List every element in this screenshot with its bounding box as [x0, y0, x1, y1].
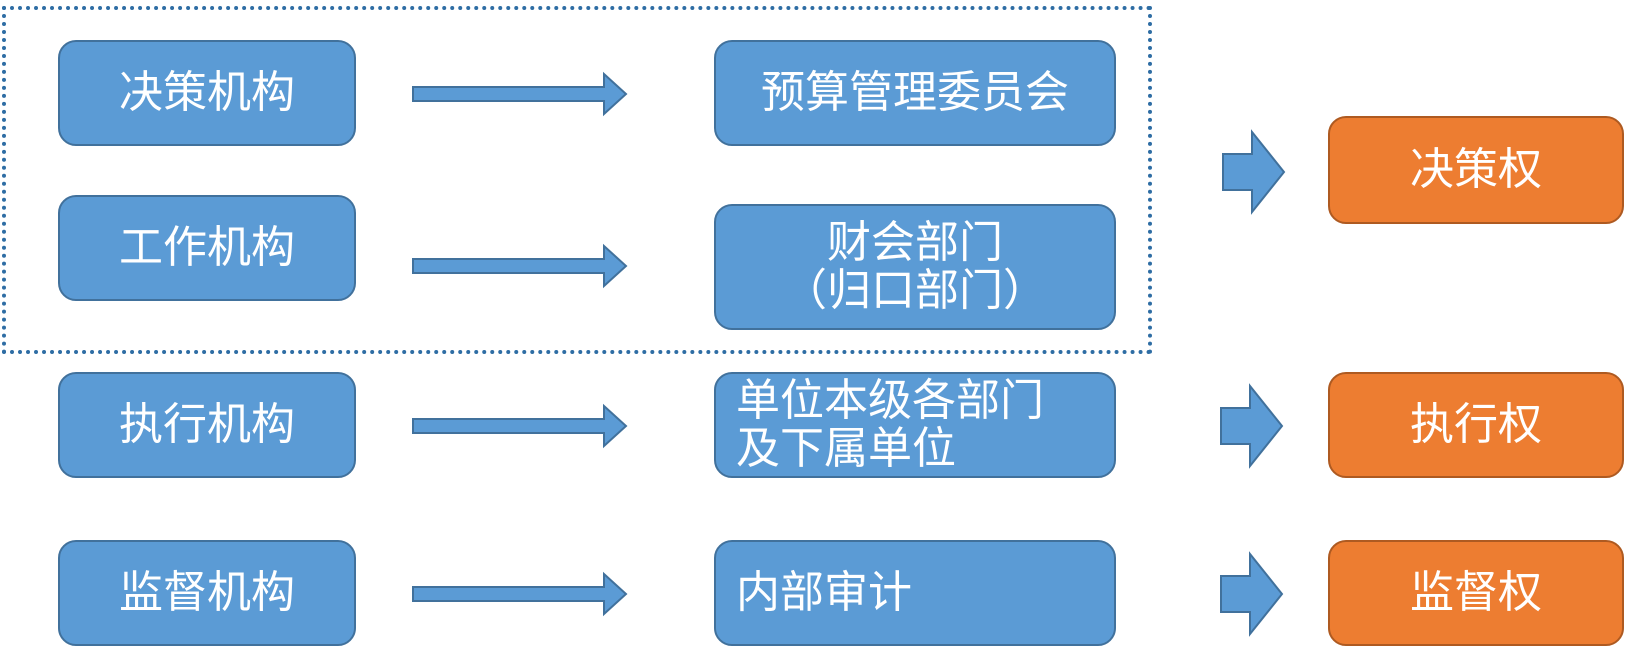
- arrow-execution-to-departments: [412, 403, 628, 449]
- execution-right-label: 执行权: [1410, 399, 1542, 450]
- decision-group-outline: [2, 6, 1152, 354]
- finance-department-box: 财会部门 （归口部门）: [714, 204, 1116, 330]
- finance-department-sublabel: （归口部门）: [783, 265, 1047, 316]
- arrow-decision-to-committee: [412, 71, 628, 117]
- internal-audit-label: 内部审计: [736, 567, 912, 618]
- arrow-to-execution-right: [1220, 383, 1284, 469]
- budget-committee-box: 预算管理委员会: [714, 40, 1116, 146]
- arrow-work-to-finance: [412, 243, 628, 289]
- execution-departments-line2: 及下属单位: [736, 423, 956, 474]
- execution-right-box: 执行权: [1328, 372, 1624, 478]
- arrow-to-decision-right: [1222, 129, 1286, 215]
- supervision-organ-label: 监督机构: [119, 567, 295, 618]
- decision-right-box: 决策权: [1328, 116, 1624, 224]
- internal-audit-box: 内部审计: [714, 540, 1116, 646]
- work-organ-box: 工作机构: [58, 195, 356, 301]
- work-organ-label: 工作机构: [119, 222, 295, 273]
- supervision-right-label: 监督权: [1410, 567, 1542, 618]
- supervision-right-box: 监督权: [1328, 540, 1624, 646]
- finance-department-label: 财会部门: [827, 217, 1003, 268]
- execution-organ-box: 执行机构: [58, 372, 356, 478]
- supervision-organ-box: 监督机构: [58, 540, 356, 646]
- execution-departments-box: 单位本级各部门 及下属单位: [714, 372, 1116, 478]
- arrow-supervision-to-audit: [412, 571, 628, 617]
- execution-departments-line1: 单位本级各部门: [736, 375, 1044, 426]
- arrow-to-supervision-right: [1220, 551, 1284, 637]
- execution-organ-label: 执行机构: [119, 399, 295, 450]
- budget-committee-label: 预算管理委员会: [761, 67, 1069, 118]
- decision-organ-label: 决策机构: [119, 67, 295, 118]
- decision-right-label: 决策权: [1410, 144, 1542, 195]
- decision-organ-box: 决策机构: [58, 40, 356, 146]
